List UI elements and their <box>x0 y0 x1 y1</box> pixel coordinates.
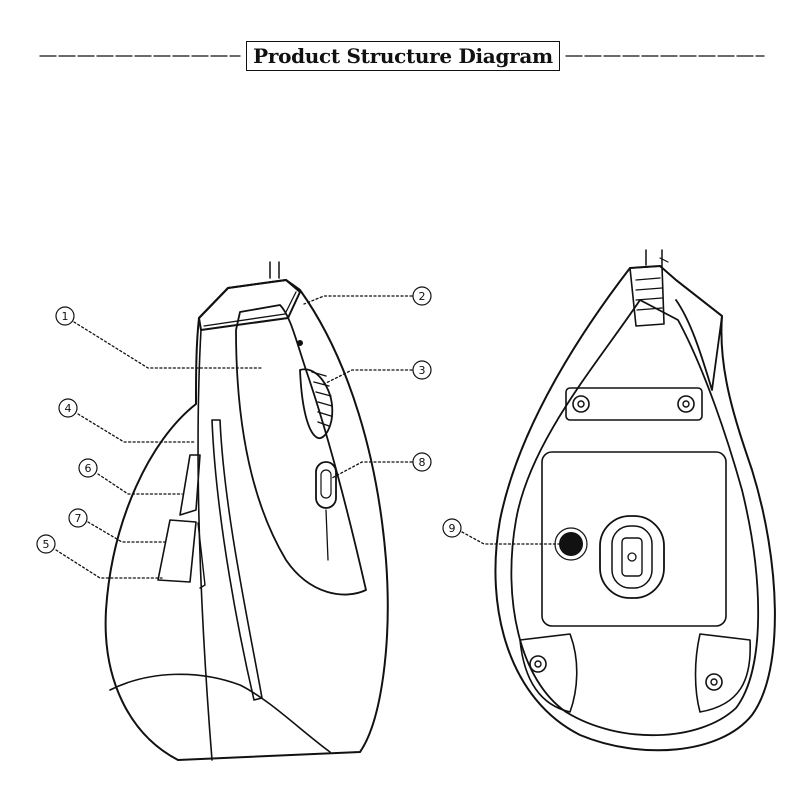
leader-8 <box>331 461 413 479</box>
leader-1 <box>73 321 263 369</box>
page-title: Product Structure Diagram <box>253 44 553 68</box>
callout-8-label: 8 <box>419 456 426 469</box>
leader-5 <box>55 549 163 579</box>
callout-8: 8 <box>412 452 432 472</box>
palm-panel <box>235 304 367 596</box>
leader-6 <box>97 473 183 495</box>
callout-3-label: 3 <box>419 364 426 377</box>
sensor-plate <box>541 451 727 627</box>
callout-leaders <box>55 295 561 579</box>
side-rail <box>211 419 263 701</box>
leader-4 <box>77 413 197 443</box>
leader-2 <box>303 295 413 305</box>
top-cap <box>198 279 301 331</box>
callout-1: 1 <box>55 306 75 326</box>
optical-sensor <box>599 515 665 599</box>
callout-6: 6 <box>78 458 98 478</box>
mouse-side-view <box>104 261 389 761</box>
callout-7: 7 <box>68 508 88 528</box>
foot-pad-left <box>519 633 578 713</box>
callout-3: 3 <box>412 360 432 380</box>
dpi-button <box>315 461 337 509</box>
callout-4-label: 4 <box>65 402 72 415</box>
leader-9 <box>461 531 561 545</box>
callout-4: 4 <box>58 398 78 418</box>
side-button-forward <box>179 454 201 516</box>
callout-9-label: 9 <box>449 522 456 535</box>
cable-bottom <box>645 249 663 266</box>
callout-9: 9 <box>442 518 462 538</box>
callout-5-label: 5 <box>43 538 50 551</box>
callout-1-label: 1 <box>62 310 69 323</box>
foot-pad-right <box>694 633 751 713</box>
callout-7-label: 7 <box>75 512 82 525</box>
mouse-bottom-view <box>494 249 776 752</box>
callout-6-label: 6 <box>85 462 92 475</box>
leader-7 <box>87 521 169 543</box>
callout-markers: 1 2 3 4 5 6 7 8 9 <box>36 286 462 554</box>
leader-3 <box>323 369 413 385</box>
title-box: Product Structure Diagram <box>246 41 560 71</box>
callout-5: 5 <box>36 534 56 554</box>
cable-side <box>269 261 280 279</box>
scroll-wheel <box>299 368 334 439</box>
bottom-shell-outline <box>494 265 776 752</box>
foot-pad-top <box>565 387 703 421</box>
callout-2: 2 <box>412 286 432 306</box>
base-inner-outline <box>510 299 760 737</box>
side-button-back <box>157 519 197 583</box>
cable-grip <box>629 265 665 327</box>
callout-2-label: 2 <box>419 290 426 303</box>
